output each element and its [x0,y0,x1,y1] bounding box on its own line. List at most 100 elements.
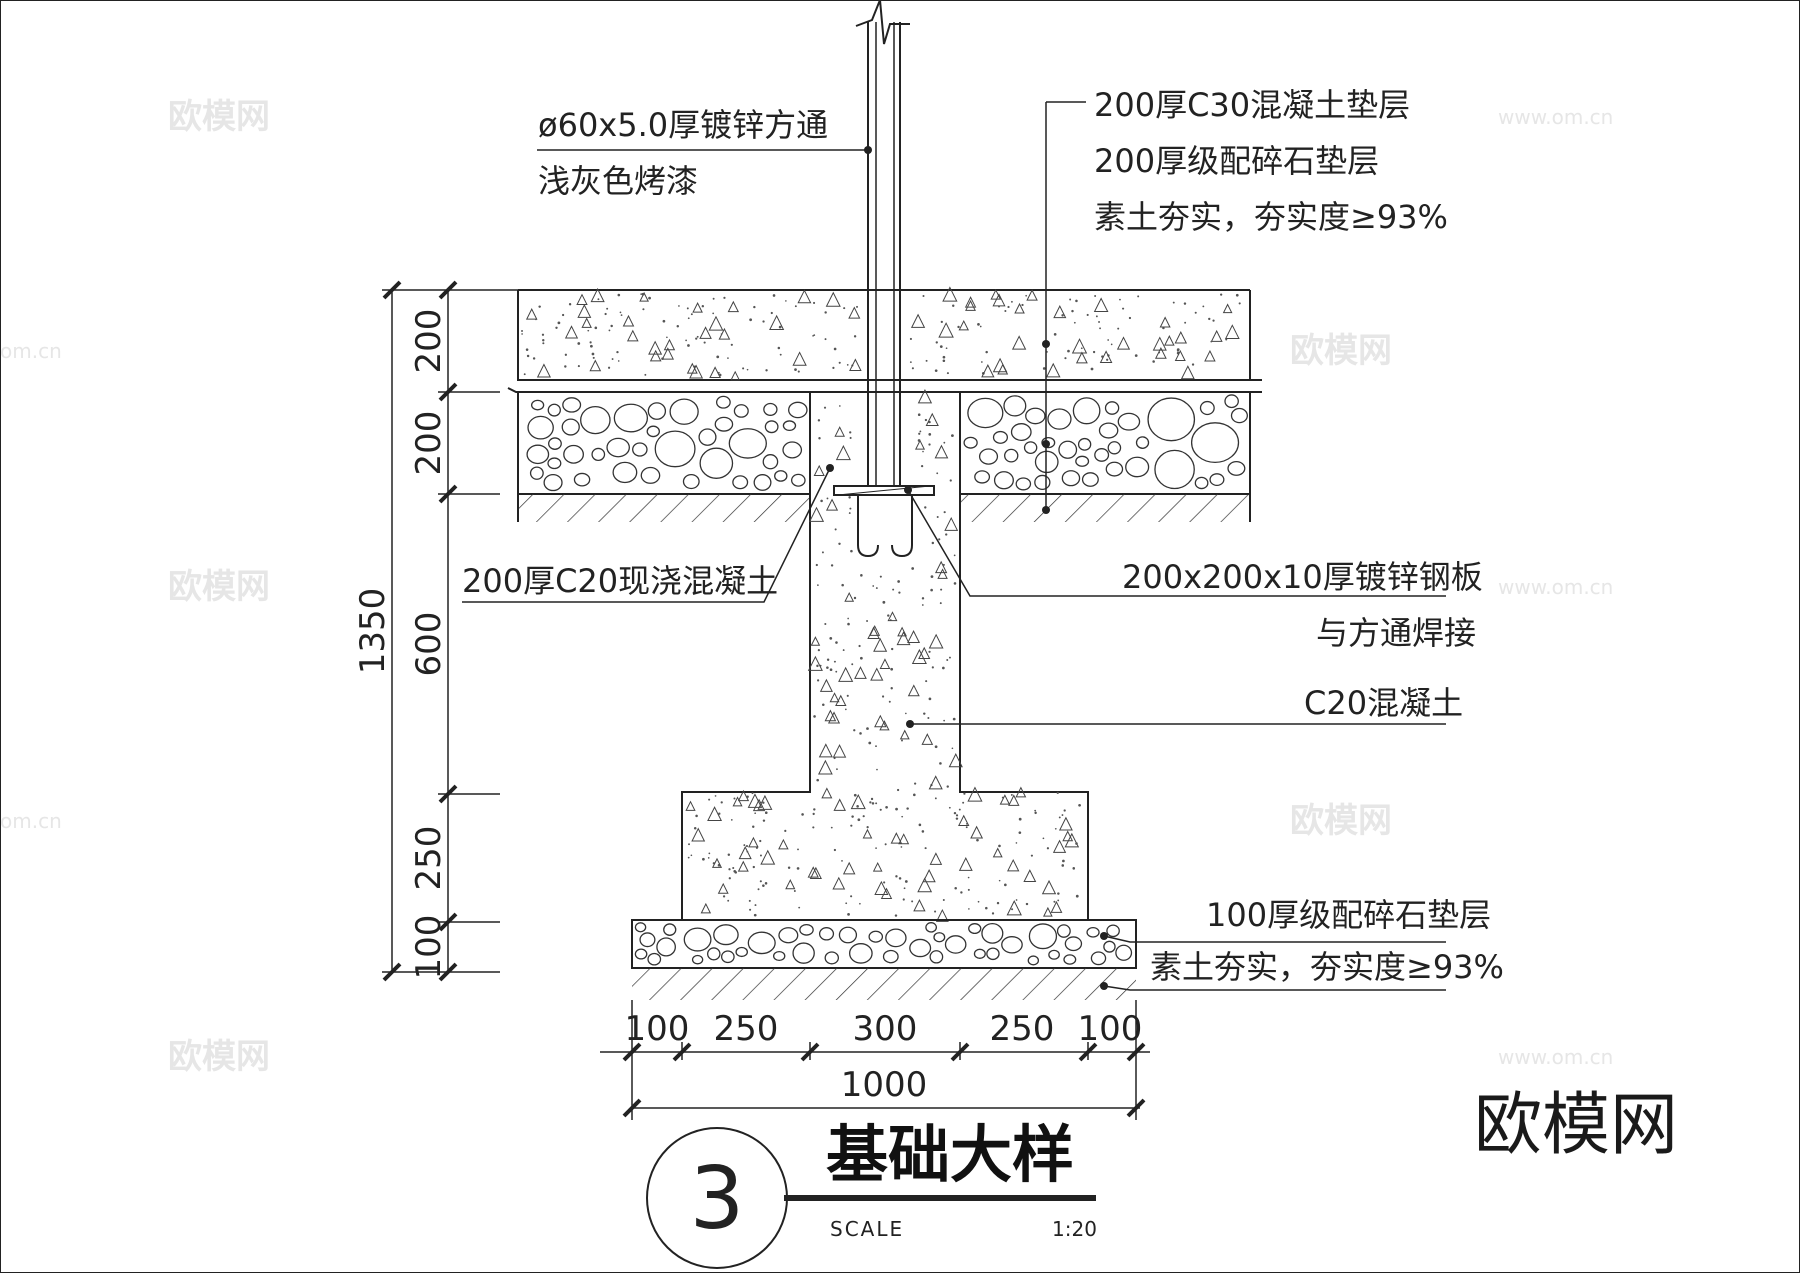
aggregate-mark [692,302,703,313]
aggregate-mark [577,342,581,345]
aggregate-mark [561,313,565,317]
aggregate-mark [807,655,823,671]
aggregate-mark [753,913,757,917]
aggregate-mark [817,584,819,586]
gravel-fill [634,922,1133,966]
anchor-hook [891,495,913,558]
gravel-stone [848,943,873,964]
aggregate-mark [1008,794,1020,806]
aggregate-mark [743,844,746,847]
aggregate-mark [797,370,800,373]
gravel-stone [1104,401,1120,415]
aggregate-mark [910,313,926,328]
break-mark [855,0,910,45]
gravel-stone [563,444,584,464]
aggregate-mark [922,450,924,453]
aggregate-mark [762,884,765,887]
aggregate-mark [938,322,954,338]
aggregate-mark [942,666,945,670]
aggregate-mark [850,793,866,810]
aggregate-mark [589,341,592,344]
aggregate-mark [976,838,979,842]
aggregate-mark [1026,289,1038,301]
aggregate-mark [703,341,706,344]
aggregate-mark [839,405,841,407]
aggregate-mark [678,305,680,307]
aggregate-mark [759,839,762,843]
gravel-stone [925,922,937,933]
aggregate-mark [1015,842,1018,844]
aggregate-mark [1098,321,1100,323]
aggregate-mark [825,498,839,511]
aggregate-mark [843,307,846,310]
aggregate-mark [917,877,933,893]
aggregate-mark [707,857,710,859]
gravel-stone [1117,412,1141,431]
aggregate-mark [938,538,941,541]
gravel-stone [646,425,661,438]
aggregate-mark [797,289,812,304]
gravel-stone [647,402,667,420]
aggregate-mark [594,326,598,330]
gravel-stone [580,405,611,435]
aggregate-mark [850,824,853,827]
brand-logo-text: 欧模网 [1474,1086,1678,1165]
aggregate-mark [979,325,982,328]
aggregate-mark [963,792,966,795]
aggregate-mark [966,823,968,825]
aggregate-mark [826,658,830,661]
dim-vertical-3: 600 [409,612,449,677]
gravel-stone [612,461,638,484]
scale-label: SCALE [830,1217,904,1241]
aggregate-mark [764,882,768,885]
aggregate-mark [859,902,861,905]
aggregate-mark [754,812,757,815]
aggregate-mark [727,899,730,902]
aggregate-mark [793,890,796,892]
aggregate-mark [754,904,757,907]
gravel-stone [799,923,814,936]
aggregate-mark [620,314,623,317]
aggregate-mark [1099,327,1101,330]
aggregate-mark [996,901,1000,905]
gravel-stone [1230,407,1248,424]
gravel-stone [1154,449,1195,490]
aggregate-mark [1137,295,1140,298]
aggregate-mark [835,641,838,644]
gravel-stone [548,437,562,450]
aggregate-mark [868,741,872,745]
aggregate-mark [642,308,645,311]
aggregate-mark [770,311,773,315]
aggregate-mark [685,800,696,811]
aggregate-mark [687,344,690,347]
gravel-stone [591,447,606,462]
gravel-stone [838,926,858,944]
gravel-stone [714,416,734,432]
aggregate-mark [1099,350,1113,363]
aggregate-mark [1075,351,1088,364]
gravel-stone [1015,477,1032,491]
aggregate-mark [965,299,976,311]
aggregate-mark [906,807,909,810]
aggregate-mark [917,389,933,404]
dim-horizontal-1: 100 [625,1009,690,1049]
aggregate-mark [846,694,849,697]
aggregate-mark [746,850,749,853]
aggregate-mark [746,368,749,371]
gravel-stone [1056,924,1071,938]
aggregate-mark [712,312,715,315]
gravel-stone [788,401,808,419]
gravel-stone [778,927,799,944]
vertical-dimensions: 1350 200 200 600 250 100 [353,280,518,982]
aggregate-mark [900,739,903,742]
aggregate-mark [836,768,838,771]
steel-pipe [833,0,935,558]
aggregate-mark [732,796,743,807]
aggregate-mark [700,902,712,914]
aggregate-mark [1045,362,1061,378]
aggregate-mark [935,341,938,344]
aggregate-mark [879,720,890,731]
aggregate-mark [835,670,838,673]
aggregate-mark [911,367,914,370]
aggregate-mark [1134,354,1138,357]
